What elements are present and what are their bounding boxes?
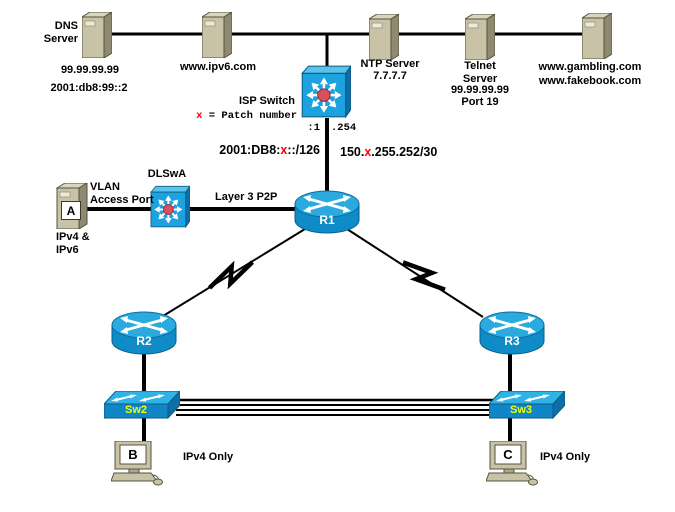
host-c-letter: C [503,447,513,462]
isp-port-ipv4: .254 [331,122,357,134]
ipv4-subnet-prefix: 150. [340,145,365,159]
legend-text: = Patch number [202,110,297,122]
router-r3-icon [479,311,545,355]
lightning-bolt-icon [402,260,446,292]
switch-sw3-label: Sw3 [509,404,533,416]
r1-to-r3-serial-link [346,228,484,318]
r1-to-r2-serial-link [162,228,306,317]
layer3-p2p-label: Layer 3 P2P [215,191,278,203]
isp-switch-icon [301,64,351,119]
web-server-site1: www.gambling.com [538,61,642,73]
telnet-server-title: Telnet Server [462,60,498,85]
isp-switch-title: ISP Switch [238,95,295,107]
ipv6-subnet-x: x [280,143,288,157]
router-r2-icon [111,311,177,355]
ipv4-subnet-label: 150.x.255.252/30 [340,145,437,160]
router-r2-label: R2 [136,334,152,348]
router-r1-label: R1 [319,213,335,227]
ipv4-subnet-suffix: .255.252/30 [371,145,438,159]
ntp-server-icon [369,14,399,60]
dns-server-ipv4: 99.99.99.99 [60,64,120,76]
legend-x: x [196,110,203,122]
router-r3-label: R3 [504,334,520,348]
host-a-caption: IPv4 & IPv6 [56,231,90,256]
ntp-server-title: NTP Server [360,58,420,70]
host-c-caption: IPv4 Only [540,451,591,463]
web-server-icon [582,13,612,59]
dlswa-title: DLSwA [147,168,187,180]
host-a-letter: A [61,201,81,220]
telnet-server-port: Port 19 [461,96,499,108]
dns-server-icon [82,12,112,58]
dlswa-switch-icon [150,185,190,228]
ipv4-subnet-x: x [364,145,372,159]
switch-sw2-label: Sw2 [124,404,148,416]
vlan-access-port-label: VLAN Access Port [90,181,154,206]
ipv6-web-server-title: www.ipv6.com [179,61,257,73]
ipv6-subnet-label: 2001:DB8:x::/126 [219,143,320,158]
host-b-letter: B [128,447,138,462]
web-server-site2: www.fakebook.com [538,75,642,87]
lightning-bolt-icon [208,260,254,290]
router-r1-icon [294,190,360,234]
isp-port-ipv6: :1 [307,122,320,134]
ntp-server-ip: 7.7.7.7 [373,70,407,82]
ipv6-subnet-prefix: 2001:DB8: [219,143,281,157]
patch-number-legend: x = Patch number [196,110,297,122]
dns-server-title: DNS Server [43,20,78,45]
telnet-server-icon [465,14,495,60]
ipv6-subnet-suffix: ::/126 [287,143,320,157]
ipv6-web-server-icon [202,12,232,58]
telnet-server-ip: 99.99.99.99 [450,84,510,96]
dns-server-ipv6: 2001:db8:99::2 [50,82,128,94]
host-b-caption: IPv4 Only [183,451,234,463]
